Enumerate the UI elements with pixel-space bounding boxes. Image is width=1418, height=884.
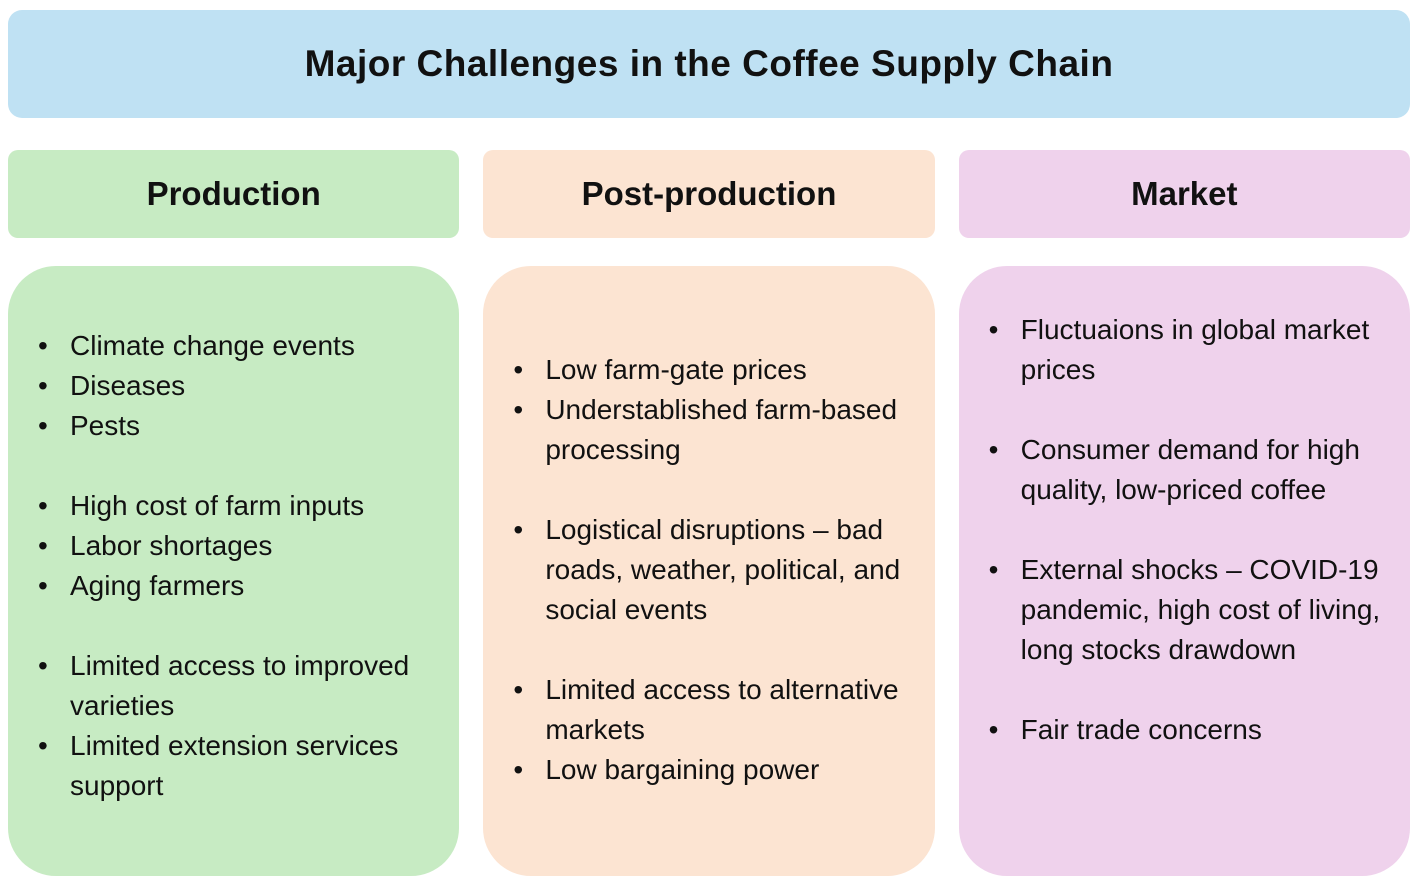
bullet-icon: •	[988, 314, 999, 345]
bullet-icon: •	[513, 514, 524, 545]
list-item-text: Consumer demand for high quality, low-pr…	[1020, 434, 1360, 505]
production-group-1: • Climate change events • Diseases • Pes…	[30, 326, 437, 446]
market-group-4: • Fair trade concerns	[981, 710, 1388, 750]
list-item: • High cost of farm inputs	[30, 486, 437, 526]
list-item-text: Fluctuaions in global market prices	[1020, 314, 1370, 385]
column-post-production: Post-production • Low farm-gate prices •…	[483, 150, 935, 876]
list-item-text: Labor shortages	[70, 530, 273, 561]
list-item-text: Low farm-gate prices	[545, 354, 807, 385]
list-item: • Climate change events	[30, 326, 437, 366]
list-item: • Limited access to alternative markets	[505, 670, 912, 750]
post-production-header: Post-production	[483, 150, 935, 238]
list-item: • Limited access to improved varieties	[30, 646, 437, 726]
post-production-header-label: Post-production	[581, 175, 837, 212]
market-group-1: • Fluctuaions in global market prices	[981, 310, 1388, 390]
list-item: • Aging farmers	[30, 566, 437, 606]
bullet-icon: •	[513, 394, 524, 425]
bullet-icon: •	[38, 530, 48, 561]
list-item-text: High cost of farm inputs	[70, 490, 365, 521]
list-item-text: Limited access to improved varieties	[70, 650, 410, 721]
list-item-text: Low bargaining power	[545, 754, 820, 785]
list-item-text: Limited extension services support	[70, 730, 399, 801]
list-item: • Logistical disruptions – bad roads, we…	[505, 510, 912, 630]
post-production-body: • Low farm-gate prices • Understablished…	[483, 266, 935, 876]
bullet-icon: •	[988, 714, 999, 745]
production-header-label: Production	[146, 175, 321, 212]
list-item-text: Pests	[70, 410, 141, 441]
list-item: • Understablished farm-based processing	[505, 390, 912, 470]
production-body: • Climate change events • Diseases • Pes…	[8, 266, 460, 876]
production-group-3: • Limited access to improved varieties •…	[30, 646, 437, 806]
list-item: • Pests	[30, 406, 437, 446]
bullet-icon: •	[38, 650, 48, 681]
list-item-text: Limited access to alternative markets	[545, 674, 899, 745]
column-production: Production • Climate change events • Dis…	[8, 150, 460, 876]
production-group-2: • High cost of farm inputs • Labor short…	[30, 486, 437, 606]
bullet-icon: •	[988, 554, 999, 585]
post-production-group-1: • Low farm-gate prices • Understablished…	[505, 350, 912, 470]
market-group-2: • Consumer demand for high quality, low-…	[981, 430, 1388, 510]
list-item-text: Fair trade concerns	[1020, 714, 1262, 745]
bullet-icon: •	[38, 490, 48, 521]
page-title: Major Challenges in the Coffee Supply Ch…	[304, 43, 1114, 84]
list-item-text: Aging farmers	[70, 570, 245, 601]
list-item: • Fluctuaions in global market prices	[981, 310, 1388, 390]
post-production-group-3: • Limited access to alternative markets …	[505, 670, 912, 790]
bullet-icon: •	[38, 330, 48, 361]
bullet-icon: •	[38, 410, 48, 441]
bullet-icon: •	[513, 354, 524, 385]
bullet-icon: •	[38, 370, 48, 401]
bullet-icon: •	[513, 674, 524, 705]
bullet-icon: •	[38, 570, 48, 601]
post-production-group-2: • Logistical disruptions – bad roads, we…	[505, 510, 912, 630]
list-item: • Limited extension services support	[30, 726, 437, 806]
bullet-icon: •	[513, 754, 524, 785]
production-header: Production	[8, 150, 460, 238]
column-market: Market • Fluctuaions in global market pr…	[958, 150, 1410, 876]
market-header-label: Market	[1131, 175, 1238, 212]
bullet-icon: •	[988, 434, 999, 465]
diagram-title-banner: Major Challenges in the Coffee Supply Ch…	[8, 10, 1410, 118]
list-item: • Consumer demand for high quality, low-…	[981, 430, 1388, 510]
list-item-text: Understablished farm-based processing	[545, 394, 898, 465]
columns-container: Production • Climate change events • Dis…	[8, 150, 1410, 876]
market-body: • Fluctuaions in global market prices • …	[958, 266, 1410, 876]
list-item: • Fair trade concerns	[981, 710, 1388, 750]
list-item-text: External shocks – COVID-19 pandemic, hig…	[1020, 554, 1381, 665]
list-item: • Diseases	[30, 366, 437, 406]
bullet-icon: •	[38, 730, 48, 761]
list-item-text: Diseases	[70, 370, 186, 401]
list-item: • Labor shortages	[30, 526, 437, 566]
market-header: Market	[958, 150, 1410, 238]
list-item-text: Climate change events	[70, 330, 355, 361]
list-item-text: Logistical disruptions – bad roads, weat…	[545, 514, 901, 625]
list-item: • Low bargaining power	[505, 750, 912, 790]
market-group-3: • External shocks – COVID-19 pandemic, h…	[981, 550, 1388, 670]
list-item: • Low farm-gate prices	[505, 350, 912, 390]
list-item: • External shocks – COVID-19 pandemic, h…	[981, 550, 1388, 670]
